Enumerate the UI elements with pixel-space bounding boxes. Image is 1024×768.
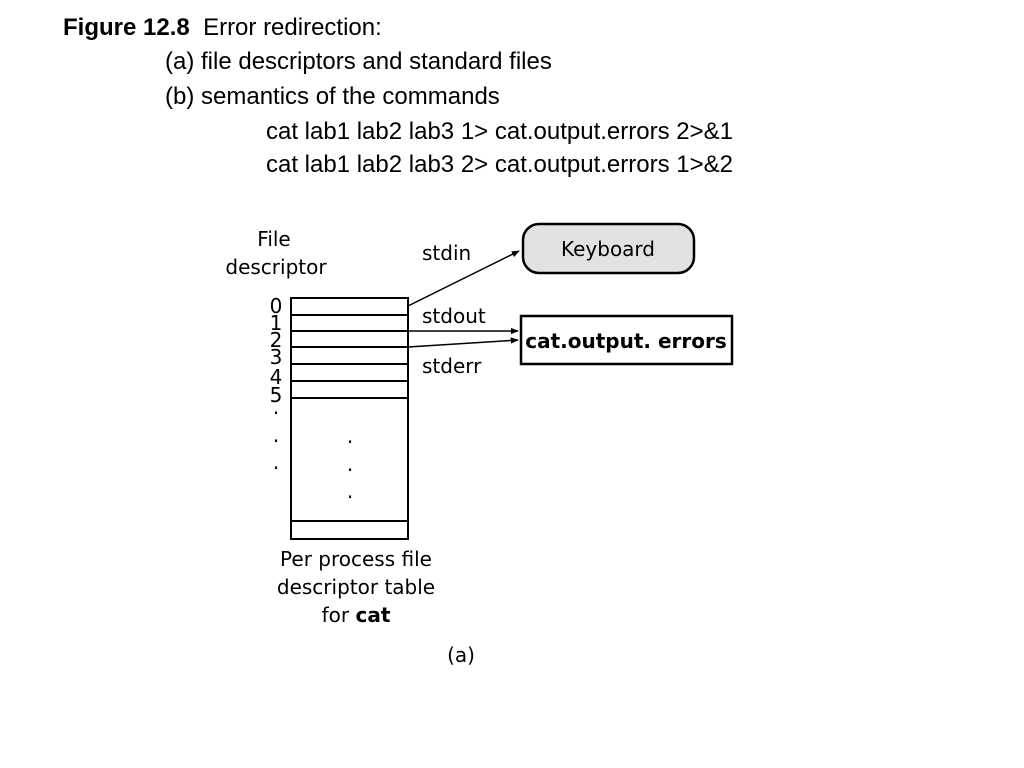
- caption-item-a: (a) file descriptors and standard files: [165, 48, 552, 75]
- fd-number-ellipsis: . . .: [273, 395, 279, 474]
- fd-number-2: 2: [270, 328, 283, 352]
- ellipsis-dot: .: [347, 479, 353, 503]
- fd-number-0: 0: [270, 294, 283, 318]
- subfigure-label: (a): [447, 643, 475, 667]
- ellipsis-dot: .: [273, 423, 279, 447]
- stdin-label: stdin: [422, 241, 471, 265]
- figure-title: Error redirection:: [203, 14, 382, 41]
- fd-heading-line2: descriptor: [225, 255, 327, 279]
- table-caption-cmd: cat: [355, 603, 390, 627]
- figure-label: Figure 12.8: [63, 14, 190, 41]
- ellipsis-dot: .: [273, 395, 279, 419]
- fd-table-border: [290, 297, 409, 540]
- ellipsis-dot: .: [347, 452, 353, 476]
- fd-number-1: 1: [270, 311, 283, 335]
- fd-table-ellipsis: . . .: [347, 424, 353, 503]
- output-file-label: cat.output. errors: [525, 329, 727, 353]
- figure-caption: Figure 12.8 Error redirection: (a) file …: [0, 0, 1024, 200]
- caption-command-1: cat lab1 lab2 lab3 1> cat.output.errors …: [266, 118, 733, 145]
- fd-number-4: 4: [270, 365, 283, 389]
- stdout-label: stdout: [422, 304, 486, 328]
- caption-item-b: (b) semantics of the commands: [165, 83, 500, 110]
- ellipsis-dot: .: [347, 424, 353, 448]
- output-file-box: [519, 314, 734, 366]
- fd-number-3: 3: [270, 345, 283, 369]
- stderr-label: stderr: [422, 354, 482, 378]
- fd-table: [290, 297, 409, 540]
- caption-title-line: Figure 12.8 Error redirection:: [63, 14, 382, 42]
- fd-number-5: 5: [270, 383, 283, 407]
- stdin-arrow: [407, 250, 520, 307]
- table-caption-line1: Per process file: [280, 547, 432, 571]
- table-caption-line3: for cat: [322, 603, 391, 627]
- ellipsis-dot: .: [273, 450, 279, 474]
- keyboard-label: Keyboard: [561, 237, 655, 261]
- table-caption-for: for: [322, 603, 356, 627]
- fd-heading-line1: File: [257, 227, 290, 251]
- keyboard-box: [521, 222, 696, 275]
- caption-command-2: cat lab1 lab2 lab3 2> cat.output.errors …: [266, 151, 733, 178]
- stderr-arrow: [407, 337, 519, 348]
- table-caption-line2: descriptor table: [277, 575, 435, 599]
- fd-numbers: 0 1 2 3 4 5: [270, 294, 283, 407]
